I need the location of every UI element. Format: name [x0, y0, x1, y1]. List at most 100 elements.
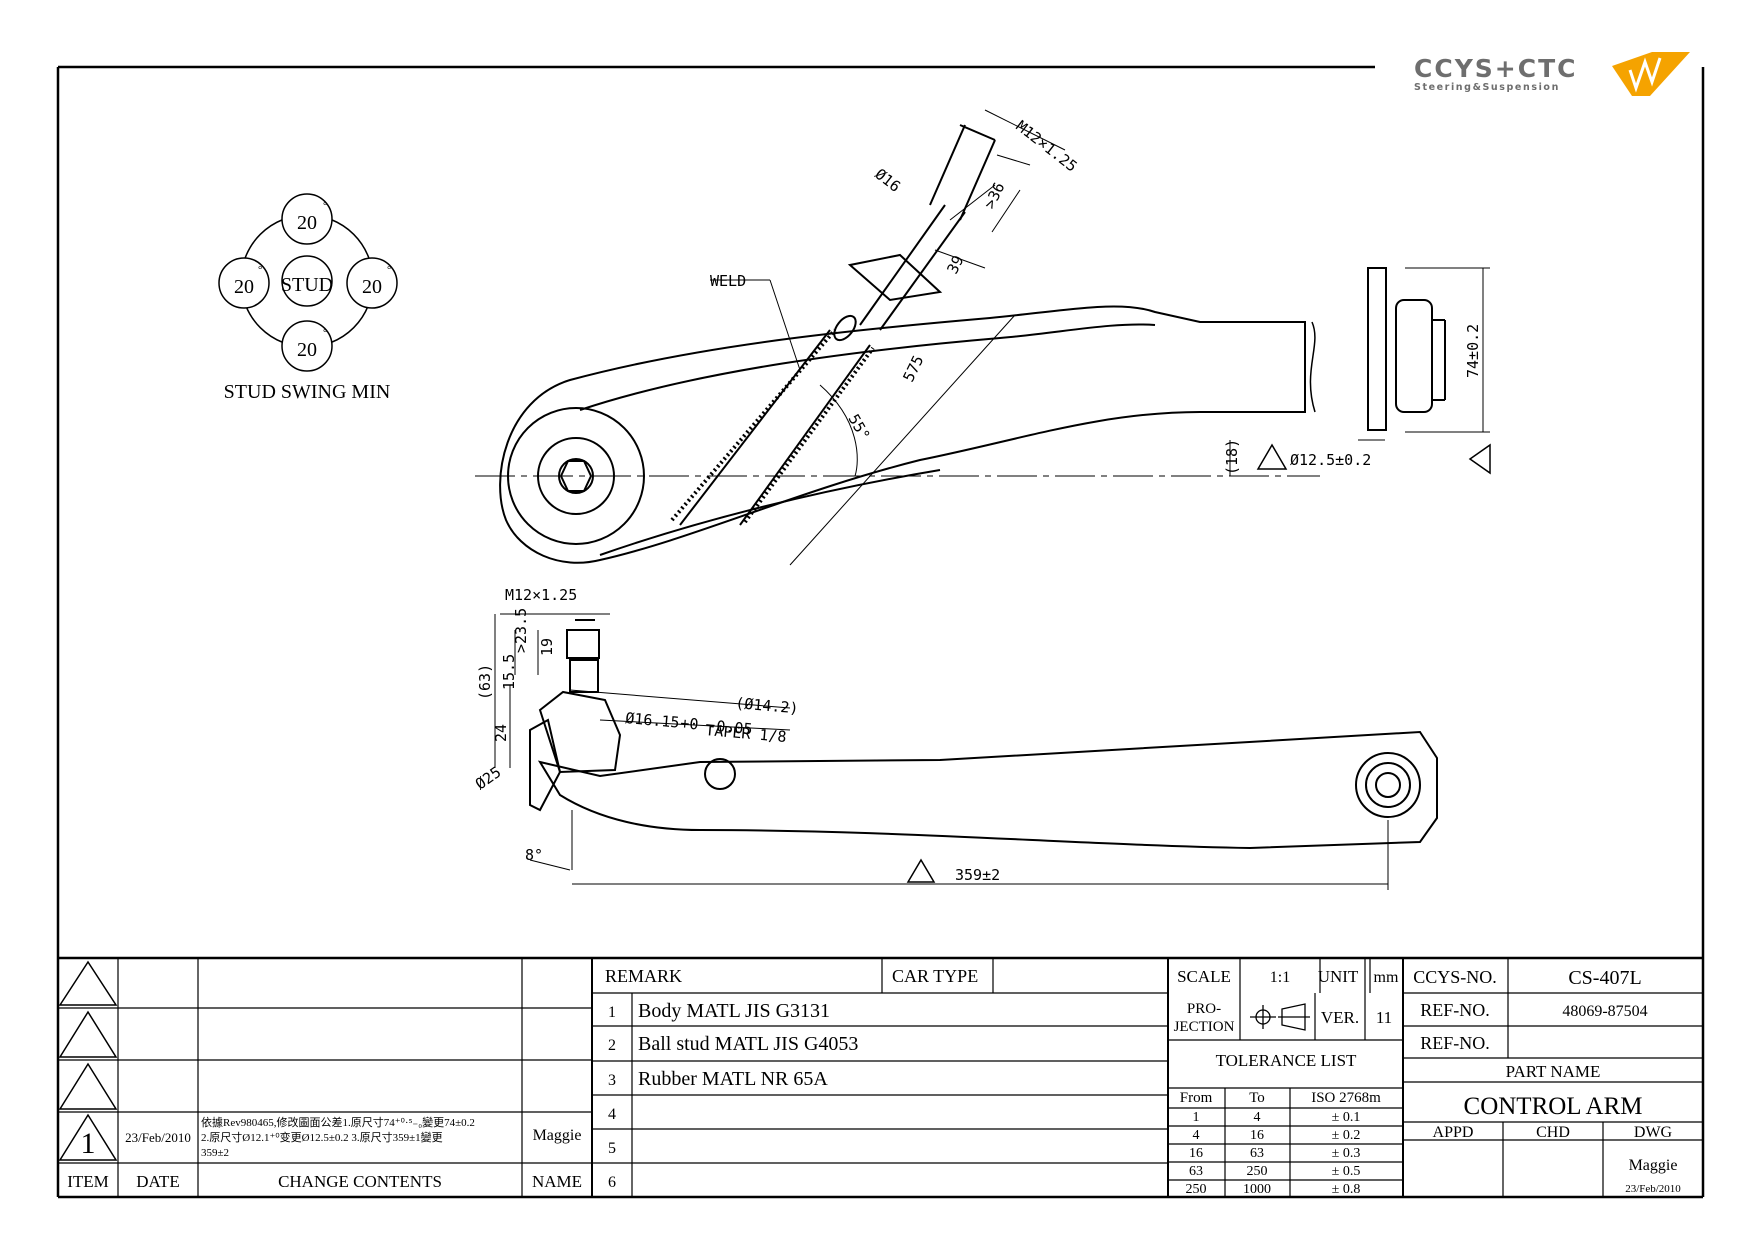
drawn-by: Maggie: [1629, 1157, 1678, 1174]
dim-top-dia12-5: Ø12.5±0.2: [1290, 451, 1371, 469]
revision-triangle-icon: [58, 1113, 118, 1161]
remark-row-number: 6: [608, 1174, 616, 1191]
swing-angle-top: 20: [297, 212, 317, 234]
stud-swing-diagram: [218, 193, 398, 372]
tolerance-to: 16: [1250, 1128, 1264, 1143]
revision-date: 23/Feb/2010: [125, 1130, 191, 1145]
header-change-contents: CHANGE CONTENTS: [278, 1172, 442, 1191]
swing-degree-right: °: [387, 264, 391, 276]
tolerance-value: ± 0.1: [1332, 1110, 1361, 1125]
critical-triangle-icon: [1256, 443, 1288, 470]
scale-value: 1:1: [1270, 969, 1290, 986]
tolerance-value: ± 0.3: [1332, 1146, 1361, 1161]
remark-row-text: Rubber MATL NR 65A: [638, 1068, 828, 1090]
tolerance-to: 250: [1247, 1164, 1268, 1179]
critical-triangle-icon: [906, 858, 936, 883]
ccys-no-value: CS-407L: [1568, 967, 1641, 989]
scale-label: SCALE: [1177, 967, 1231, 986]
dim-side-d23-5: >23.5: [512, 608, 530, 653]
remark-row-text: Body MATL JIS G3131: [638, 1000, 830, 1022]
car-type-label: CAR TYPE: [892, 966, 978, 986]
sheet-frame: [56, 65, 1705, 1199]
label-weld: WELD: [710, 272, 746, 290]
tolerance-from: 250: [1186, 1182, 1207, 1197]
ref-no-label-1: REF-NO.: [1420, 1000, 1490, 1020]
logo-brand: CCYS+CTC: [1414, 54, 1578, 83]
revision-triangle-icon: [58, 1010, 118, 1058]
dim-side-taper: TAPER 1/8: [705, 721, 788, 746]
unit-value: mm: [1374, 969, 1399, 986]
dim-top-len39: 39: [943, 253, 967, 277]
logo-tagline: Steering&Suspension: [1414, 82, 1560, 93]
tolerance-value: ± 0.8: [1332, 1182, 1361, 1197]
swing-degree-top: °: [323, 200, 327, 212]
version-value: 11: [1376, 1008, 1392, 1027]
revision-triangles: [58, 960, 118, 1161]
swing-angle-right: 20: [362, 276, 382, 298]
part-name-value: CONTROL ARM: [1464, 1093, 1643, 1120]
dim-side-taper-dia: Ø16.15: [625, 709, 681, 732]
dim-top-offset18: (18): [1223, 439, 1241, 475]
tolerance-header-to: To: [1249, 1090, 1265, 1106]
tolerance-header-iso: ISO 2768m: [1311, 1090, 1381, 1106]
remark-label: REMARK: [605, 966, 682, 986]
tolerance-value: ± 0.2: [1332, 1128, 1361, 1143]
remark-row-number: 3: [608, 1072, 616, 1089]
top-view-dimensions: [710, 109, 1490, 566]
side-view-drawing: [529, 619, 1438, 850]
dim-side-thread: M12×1.25: [505, 586, 577, 604]
swing-angle-left: 20: [234, 276, 254, 298]
drawn-date: 23/Feb/2010: [1625, 1183, 1681, 1195]
unit-label: UNIT: [1318, 967, 1359, 986]
tolerance-from: 4: [1193, 1128, 1200, 1143]
revision-line-3: 359±2: [201, 1147, 229, 1159]
dwg-label: DWG: [1634, 1124, 1673, 1141]
revision-name: Maggie: [533, 1127, 582, 1144]
chd-label: CHD: [1536, 1124, 1570, 1141]
dim-side-len359: 359±2: [955, 866, 1000, 884]
remark-row-number: 4: [608, 1106, 616, 1123]
dim-side-d24: 24: [492, 724, 510, 742]
tolerance-header-from: From: [1180, 1090, 1213, 1106]
version-label: VER.: [1321, 1008, 1359, 1027]
projection-label-2: JECTION: [1174, 1019, 1235, 1035]
swing-stud-label: STUD: [281, 274, 333, 296]
tolerance-title: TOLERANCE LIST: [1216, 1051, 1357, 1070]
header-name: NAME: [532, 1172, 582, 1191]
swing-degree-bottom: °: [323, 327, 327, 339]
swing-degree-left: °: [258, 264, 262, 276]
dim-side-d19: 19: [538, 638, 556, 656]
title-block-grid: [58, 958, 1703, 1197]
dim-side-d25: Ø25: [472, 763, 505, 793]
revision-triangle-icon: [58, 960, 118, 1006]
tolerance-to: 4: [1254, 1110, 1261, 1125]
revision-line-2: 2.原尺寸Ø12.1⁺⁰变更Ø12.5±0.2 3.原尺寸359±1變更: [201, 1130, 443, 1144]
dim-side-d15-5: 15.5: [500, 654, 518, 690]
header-item: ITEM: [67, 1172, 109, 1191]
tolerance-from: 1: [1193, 1110, 1200, 1125]
tolerance-to: 1000: [1243, 1182, 1271, 1197]
part-name-label: PART NAME: [1506, 1062, 1601, 1081]
dim-side-angle8: 8°: [525, 846, 543, 864]
tolerance-from: 63: [1189, 1164, 1203, 1179]
logo-mark-icon: [1612, 52, 1690, 96]
revision-number: 1: [81, 1127, 96, 1160]
dim-side-d63: (63): [476, 664, 494, 700]
tolerance-value: ± 0.5: [1332, 1164, 1361, 1179]
swing-caption: STUD SWING MIN: [224, 381, 391, 403]
dim-top-len575: 575: [899, 353, 927, 385]
remark-row-number: 5: [608, 1140, 616, 1157]
ref-no-label-2: REF-NO.: [1420, 1033, 1490, 1053]
ccys-no-label: CCYS-NO.: [1413, 967, 1497, 987]
remark-row-number: 2: [608, 1037, 616, 1054]
projection-label-1: PRO-: [1187, 1001, 1221, 1017]
ref-no-value-1: 48069-87504: [1562, 1003, 1647, 1020]
dim-side-d14-2: (Ø14.2): [735, 694, 800, 717]
projection-symbol-icon: [1250, 1003, 1310, 1031]
dim-top-angle55: 55°: [845, 411, 874, 443]
dim-top-bush74: 74±0.2: [1464, 324, 1482, 378]
top-view-drawing: [475, 124, 1446, 564]
header-date: DATE: [136, 1172, 179, 1191]
tolerance-to: 63: [1250, 1146, 1264, 1161]
